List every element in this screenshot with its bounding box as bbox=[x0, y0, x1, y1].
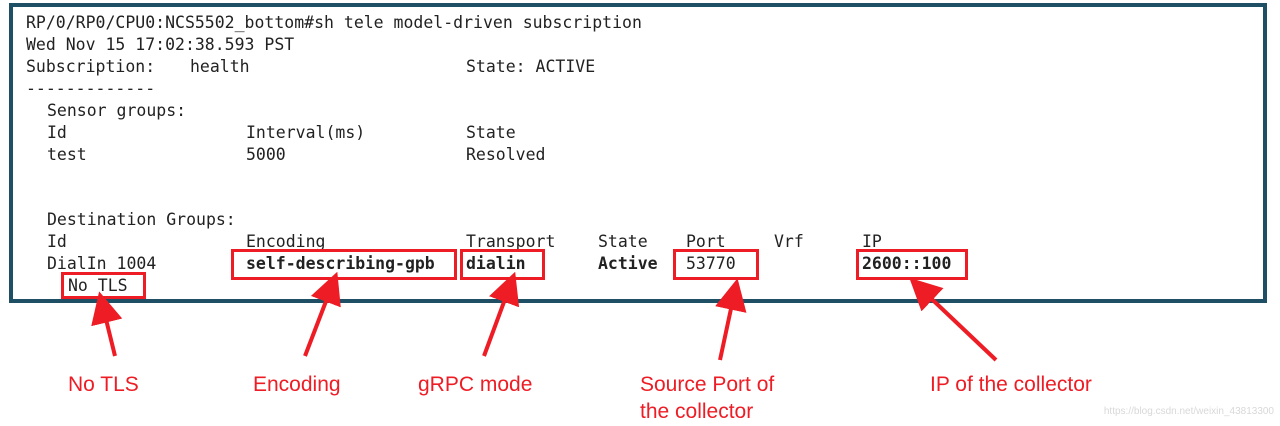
dest-header-state: State bbox=[598, 232, 648, 251]
encoding-highlight-box bbox=[231, 249, 457, 280]
callout-no-tls: No TLS bbox=[68, 373, 139, 396]
callout-source-port-line2: the collector bbox=[640, 400, 754, 423]
sensor-row-interval: 5000 bbox=[246, 145, 286, 164]
dest-row-ip: 2600::100 bbox=[862, 254, 952, 273]
subscription-label: Subscription: bbox=[26, 57, 156, 76]
separator-line: ------------- bbox=[26, 79, 156, 98]
arrow-ip-collector bbox=[909, 277, 998, 362]
sensor-header-state: State bbox=[466, 123, 516, 142]
dest-row-encoding: self-describing-gpb bbox=[246, 254, 435, 273]
arrow-encoding bbox=[303, 271, 341, 357]
dest-header-port: Port bbox=[686, 232, 726, 251]
sensor-row-state: Resolved bbox=[466, 145, 546, 164]
timestamp-line: Wed Nov 15 17:02:38.593 PST bbox=[26, 35, 295, 54]
dest-header-ip: IP bbox=[862, 232, 882, 251]
callout-grpc-mode: gRPC mode bbox=[418, 373, 533, 396]
destination-groups-heading: Destination Groups: bbox=[47, 210, 236, 229]
sensor-groups-heading: Sensor groups: bbox=[47, 101, 187, 120]
dest-header-id: Id bbox=[47, 232, 67, 251]
sensor-row-id: test bbox=[47, 145, 87, 164]
callout-ip-collector: IP of the collector bbox=[930, 373, 1092, 396]
arrow-grpc-mode bbox=[482, 271, 520, 357]
dest-row-id: DialIn_1004 bbox=[47, 254, 157, 273]
watermark: https://blog.csdn.net/weixin_43813300 bbox=[1103, 406, 1274, 417]
arrow-no-tls bbox=[91, 291, 123, 357]
dest-header-vrf: Vrf bbox=[774, 232, 804, 251]
dest-row-state: Active bbox=[598, 254, 658, 273]
prompt-command-line: RP/0/RP0/CPU0:NCS5502_bottom#sh tele mod… bbox=[26, 13, 642, 32]
callout-encoding: Encoding bbox=[253, 373, 341, 396]
subscription-state: State: ACTIVE bbox=[466, 57, 596, 76]
dest-header-encoding: Encoding bbox=[246, 232, 326, 251]
dest-row-port: 53770 bbox=[686, 254, 736, 273]
dest-row-transport: dialin bbox=[466, 254, 526, 273]
sensor-header-interval: Interval(ms) bbox=[246, 123, 366, 142]
dest-header-transport: Transport bbox=[466, 232, 556, 251]
arrow-source-port bbox=[715, 278, 747, 361]
sensor-header-id: Id bbox=[47, 123, 67, 142]
terminal-window bbox=[9, 3, 1267, 303]
dest-row-tls: No TLS bbox=[68, 276, 128, 295]
callout-source-port-line1: Source Port of bbox=[640, 373, 775, 396]
subscription-name: health bbox=[190, 57, 250, 76]
